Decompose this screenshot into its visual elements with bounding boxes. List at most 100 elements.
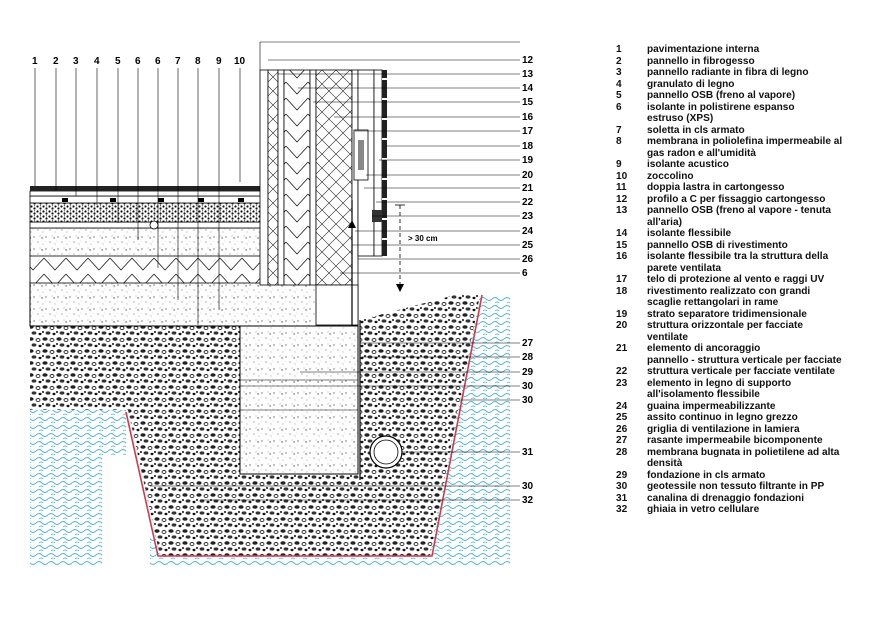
legend-number: 3 (616, 67, 622, 78)
legend-item: all'isolamento flessibile (616, 389, 866, 401)
label-24: 24 (522, 226, 534, 237)
right-number-labels: 12 13 14 15 16 17 18 19 20 21 22 23 24 2… (522, 55, 534, 506)
legend-text: guaina impermeabilizzante (647, 400, 776, 412)
label-18: 18 (522, 141, 534, 152)
label-21: 21 (522, 183, 534, 194)
legend-text: telo di protezione al vento e raggi UV (647, 274, 825, 285)
label-30a: 30 (522, 381, 534, 392)
legend-text: isolante in polistirene espanso (647, 101, 795, 113)
legend-number: 12 (616, 193, 628, 205)
legend-number (616, 355, 647, 367)
legend-text: ghiaia in vetro cellulare (647, 504, 760, 515)
label-17: 17 (522, 126, 534, 137)
legend-number (616, 148, 647, 160)
legend-number (616, 389, 647, 401)
legend-item: densità (616, 458, 866, 470)
label-16: 16 (522, 112, 534, 123)
legend-text: gas radon e all'umidità (647, 147, 756, 159)
legend-text: parete ventilata (647, 262, 722, 274)
label-15: 15 (522, 97, 534, 108)
legend-text: membrana bugnata in polietilene ad alta (647, 446, 840, 458)
legend-text: ventilate (647, 331, 688, 343)
legend-item: pannello - struttura verticale per facci… (616, 355, 866, 367)
legend-number: 29 (616, 469, 628, 481)
legend-item: gas radon e all'umidità (616, 148, 866, 160)
legend-item: all'aria) (616, 217, 866, 229)
legend-number: 18 (616, 285, 628, 297)
legend-text: canalina di drenaggio fondazioni (647, 492, 805, 504)
legend-number: 25 (616, 412, 628, 423)
legend-number: 26 (616, 423, 628, 435)
foundation-block (239, 325, 359, 475)
legend-number: 13 (616, 205, 628, 216)
label-9: 9 (216, 56, 222, 67)
legend-text: densità (647, 458, 683, 469)
label-29: 29 (522, 367, 534, 378)
label-28: 28 (522, 352, 534, 363)
legend-text: granulato di legno (647, 78, 735, 90)
label-27: 27 (522, 338, 534, 349)
ventilation-arrows (348, 204, 405, 292)
label-30c: 30 (522, 481, 534, 492)
legend-text: elemento di ancoraggio (647, 343, 761, 354)
gravel-fill (30, 295, 480, 556)
label-32: 32 (522, 495, 534, 506)
legend-number: 20 (616, 320, 628, 331)
legend-number: 14 (616, 228, 628, 239)
legend-text: pannello in fibrogesso (647, 55, 755, 67)
legend-text: pannello - struttura verticale per facci… (647, 354, 842, 366)
legend-number: 8 (616, 136, 622, 147)
right-leaders (150, 59, 520, 501)
legend-text: fondazione in cls armato (647, 469, 766, 481)
label-31: 31 (522, 447, 534, 458)
label-19: 19 (522, 155, 534, 166)
legend-number: 27 (616, 435, 628, 446)
legend-number: 31 (616, 492, 628, 504)
legend-text: membrana in poliolefina impermeabile al (647, 136, 843, 147)
label-26: 26 (522, 254, 534, 265)
label-8: 8 (195, 56, 201, 67)
legend-text: struttura verticale per facciate ventila… (647, 366, 835, 377)
legend-text: all'isolamento flessibile (647, 389, 760, 400)
legend-text: strato separatore tridimensionale (647, 308, 807, 320)
legend-number (616, 458, 647, 470)
legend-text: elemento in legno di supporto (647, 377, 792, 389)
label-12: 12 (522, 55, 534, 66)
floor-slab (29, 281, 341, 327)
legend-number (616, 113, 647, 125)
wall-section (259, 69, 387, 480)
legend-text: struttura orizzontale per facciate (647, 320, 803, 331)
legend-number: 4 (616, 78, 622, 90)
legend-number: 21 (616, 343, 628, 354)
legend-text: zoccolino (647, 170, 694, 182)
legend-number: 30 (616, 481, 628, 492)
legend-item: parete ventilata (616, 263, 866, 275)
legend-text: all'aria) (647, 216, 682, 228)
geotextile-line (125, 294, 483, 557)
legend-item: 8 membrana in poliolefina impermeabile al (616, 136, 866, 148)
legend-item: 4 granulato di legno (616, 79, 866, 91)
label-7: 7 (175, 56, 181, 67)
label-2: 2 (53, 56, 59, 67)
legend-text: pannello OSB (freno al vapore - tenuta (647, 205, 831, 216)
legend-number (616, 297, 647, 309)
legend-text: isolante flessibile tra la struttura del… (647, 251, 829, 262)
legend-number: 17 (616, 274, 628, 285)
legend-text: pannello OSB (freno al vapore) (647, 90, 796, 101)
label-6a: 6 (135, 56, 141, 67)
